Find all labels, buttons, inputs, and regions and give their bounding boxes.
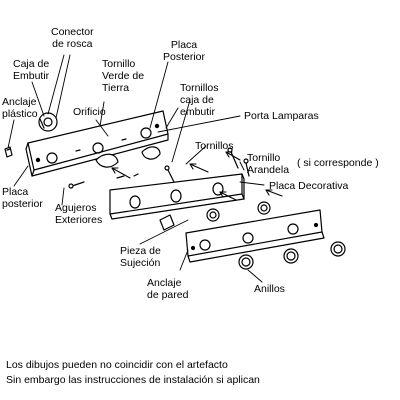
label-tornillo-verde: Tornillo Verde de Tierra [102, 58, 145, 94]
label-placa-posterior-top: Placa Posterior [163, 39, 206, 63]
front-plate [185, 209, 325, 263]
assembly-arrows [111, 151, 283, 201]
label-orificio: Orificio [73, 106, 106, 118]
label-pieza-sujecion: Pieza de Sujeción [120, 245, 161, 269]
decorative-plate [109, 173, 245, 220]
screws [68, 147, 250, 189]
label-conector-rosca: Conector de rosca [51, 26, 94, 50]
plastic-anchor [4, 146, 13, 158]
label-tornillo-arandela: Tornillo Arandela [247, 152, 290, 176]
rings [238, 241, 346, 270]
footer-note-line1: Los dibujos pueden no coincidir con el a… [6, 359, 228, 371]
label-tornillos-caja: Tornillos caja de embutir [180, 82, 219, 118]
label-agujeros-exteriores: Agujeros Exteriores [55, 202, 103, 226]
label-placa-posterior-bottom: Placa posterior [2, 186, 43, 210]
footer-note-line2: Sin embargo las instrucciones de instala… [6, 374, 260, 386]
junction-box [38, 112, 58, 132]
back-plate [25, 110, 169, 177]
label-porta-lamparas: Porta Lamparas [244, 110, 319, 122]
label-anclaje-plastico: Anclaje plástico [2, 96, 38, 120]
label-anclaje-pared: Anclaje de pared [147, 277, 189, 301]
sockets [95, 146, 271, 231]
label-si-corresponde: ( si corresponde ) [297, 157, 379, 169]
label-anillos: Anillos [254, 283, 285, 295]
leader-lines [7, 54, 265, 283]
label-caja-embutir: Caja de Embutir [13, 58, 50, 82]
label-placa-decorativa: Placa Decorativa [269, 180, 349, 192]
label-tornillos: Tornillos [195, 140, 234, 152]
